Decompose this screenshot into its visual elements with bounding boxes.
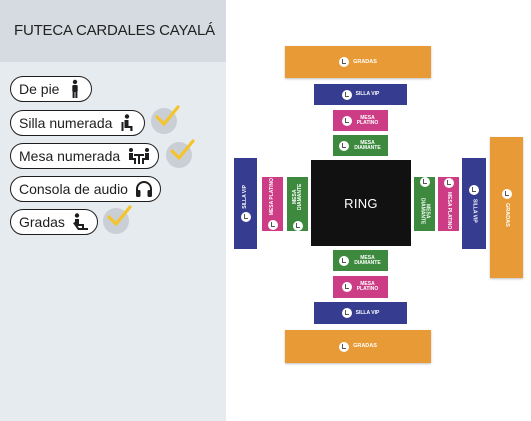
section-label: MESA DIAMANTE	[354, 254, 381, 266]
legend-item-mesa-numerada[interactable]: Mesa numerada	[10, 143, 160, 169]
section-mesa-diamante-right[interactable]: MESA DIAMANTE	[414, 177, 435, 231]
legend-label: De pie	[19, 81, 60, 97]
section-icon	[469, 184, 479, 195]
venue-title: FUTECA CARDALES CAYALÁ	[0, 0, 226, 62]
section-label: MESA PLATINO	[356, 114, 379, 126]
check-icon	[151, 105, 180, 134]
section-icon	[339, 57, 350, 67]
section-label: MESA PLATINO	[356, 281, 379, 292]
section-mesa-platino-bottom[interactable]: MESA PLATINO	[333, 276, 388, 298]
section-gradas-right[interactable]: GRADAS	[490, 137, 523, 278]
section-label: MESA PLATINO	[269, 178, 275, 216]
section-mesa-diamante-top[interactable]: MESA DIAMANTE	[333, 135, 388, 156]
check-icon	[103, 205, 132, 234]
section-silla-vip-left[interactable]: SILLA VIP	[234, 158, 257, 249]
headphones-icon	[135, 181, 152, 197]
section-silla-vip-top[interactable]: SILLA VIP	[314, 84, 407, 105]
section-label: GRADAS	[353, 343, 377, 349]
sidebar: FUTECA CARDALES CAYALÁ De pie Silla nume…	[0, 0, 226, 421]
section-icon	[419, 177, 430, 187]
check-icon	[166, 139, 195, 168]
section-label: GRADAS	[353, 58, 377, 65]
seated-person-icon	[121, 114, 133, 131]
legend-item-de-pie[interactable]: De pie	[10, 76, 93, 102]
section-label: SILLA VIP	[355, 91, 380, 97]
section-icon	[267, 219, 278, 230]
section-label: MESA DIAMANTE	[354, 139, 381, 151]
section-icon	[240, 212, 251, 223]
section-mesa-platino-left[interactable]: MESA PLATINO	[262, 177, 283, 231]
section-label: MESA DIAMANTE	[419, 197, 431, 225]
section-icon	[341, 89, 352, 100]
legend-label: Silla numerada	[19, 115, 113, 131]
bleacher-seat-icon	[72, 213, 88, 230]
legend-item-consola-de-audio[interactable]: Consola de audio	[10, 176, 161, 202]
section-gradas-top[interactable]: GRADAS	[285, 46, 431, 78]
legend-item-silla-numerada[interactable]: Silla numerada	[10, 110, 146, 136]
table-seating-icon	[129, 148, 150, 164]
section-icon	[338, 140, 349, 151]
standing-person-icon	[72, 79, 79, 98]
section-label: SILLA VIP	[242, 184, 248, 209]
section-icon	[443, 178, 454, 189]
section-icon	[292, 221, 303, 231]
section-silla-vip-bottom[interactable]: SILLA VIP	[314, 302, 407, 324]
section-icon	[341, 308, 352, 318]
section-mesa-platino-right[interactable]: MESA PLATINO	[438, 177, 459, 231]
section-gradas-bottom[interactable]: GRADAS	[285, 330, 431, 363]
section-mesa-diamante-bottom[interactable]: MESA DIAMANTE	[333, 250, 388, 271]
section-icon	[501, 188, 512, 199]
ring: RING	[311, 160, 411, 246]
section-label: MESA DIAMANTE	[291, 183, 303, 211]
section-mesa-platino-top[interactable]: MESA PLATINO	[333, 110, 388, 131]
section-label: GRADAS	[504, 202, 510, 227]
legend-label: Gradas	[19, 214, 65, 230]
legend-label: Consola de audio	[19, 181, 128, 197]
legend-label: Mesa numerada	[19, 148, 121, 164]
section-icon	[341, 282, 352, 292]
section-icon	[341, 115, 352, 126]
section-icon	[339, 341, 350, 352]
section-mesa-diamante-left[interactable]: MESA DIAMANTE	[287, 177, 308, 231]
legend-item-gradas[interactable]: Gradas	[10, 209, 98, 235]
section-label: SILLA VIP	[471, 198, 478, 223]
section-silla-vip-right[interactable]: SILLA VIP	[462, 158, 486, 249]
section-label: SILLA VIP	[355, 309, 380, 316]
section-icon	[338, 255, 349, 266]
section-label: MESA PLATINO	[446, 192, 452, 230]
